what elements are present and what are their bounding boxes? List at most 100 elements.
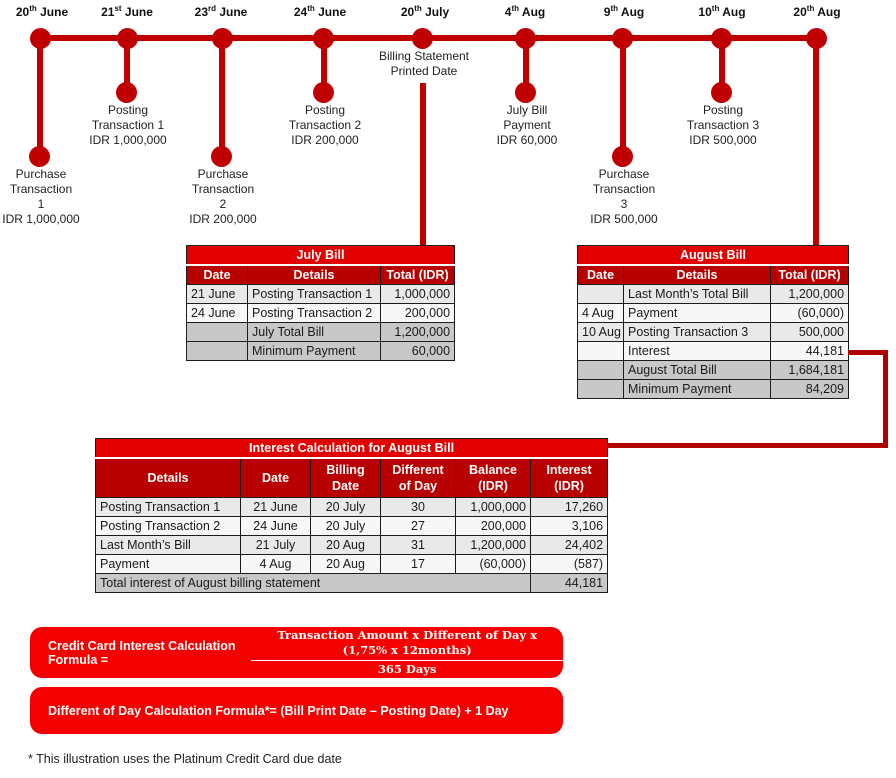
event-label-posting-2: Posting Transaction 2 IDR 200,000 (288, 103, 362, 147)
event-dot (29, 146, 50, 167)
table-cell: Interest (623, 341, 771, 361)
table-cell: 84,209 (769, 379, 850, 399)
table-cell: 24 June (186, 303, 248, 323)
table-cell: (587) (529, 554, 609, 574)
august-drop-line (813, 45, 819, 247)
table-cell: 1,000,000 (455, 497, 531, 517)
july-bill-table: July Bill Date Details Total (IDR) 21 Ju… (185, 245, 456, 361)
event-label-posting-1: Posting Transaction 1 IDR 1,000,000 (89, 103, 167, 147)
table-cell: 17 (380, 554, 456, 574)
table-row: Minimum Payment 84,209 (577, 379, 850, 399)
event-label-posting-3: Posting Transaction 3 IDR 500,000 (686, 103, 760, 147)
table-cell (577, 379, 624, 399)
table-cell: Minimum Payment (247, 341, 381, 361)
table-cell: Posting Transaction 2 (95, 516, 241, 536)
interest-connector-line (848, 350, 888, 355)
table-cell: Minimum Payment (623, 379, 771, 399)
table-cell: July Total Bill (247, 322, 381, 342)
event-dot (211, 146, 232, 167)
timeline-date-label: 21st June (101, 4, 153, 19)
total-interest-value: 44,181 (529, 573, 609, 593)
formula-numerator: Transaction Amount x Different of Day x … (251, 628, 563, 661)
column-header: Total (IDR) (769, 264, 850, 285)
table-cell: 21 July (240, 535, 311, 555)
july-drop-line (420, 83, 426, 247)
interest-connector-line (607, 443, 888, 448)
column-header: Billing Date (310, 457, 381, 498)
event-label-purchase-2: Purchase Transaction 2 IDR 200,000 (189, 167, 257, 226)
august-bill-table: August Bill Date Details Total (IDR) Las… (576, 245, 850, 399)
table-row: Minimum Payment 60,000 (186, 341, 456, 361)
timeline-date-label: 4th Aug (504, 4, 546, 19)
column-header: Interest (IDR) (529, 457, 609, 498)
table-cell: 24,402 (529, 535, 609, 555)
event-stem (219, 38, 225, 150)
column-header: Date (186, 264, 248, 285)
table-cell: 21 June (186, 284, 248, 304)
column-header: Details (247, 264, 381, 285)
table-cell (186, 322, 248, 342)
table-cell: Posting Transaction 2 (247, 303, 381, 323)
table-cell: 1,684,181 (769, 360, 850, 380)
timeline-date-label: 20th June (15, 4, 69, 19)
event-stem (719, 38, 725, 86)
column-header: Date (577, 264, 624, 285)
billing-statement-note: Billing Statement Printed Date (378, 49, 470, 78)
interest-formula-box: Credit Card Interest Calculation Formula… (30, 627, 563, 678)
day-formula-label: Different of Day Calculation Formula*= (… (48, 703, 509, 718)
table-row: 21 June Posting Transaction 1 1,000,000 (186, 284, 456, 304)
table-cell: Last Month’s Total Bill (623, 284, 771, 304)
table-row: 24 June Posting Transaction 2 200,000 (186, 303, 456, 323)
event-stem (620, 38, 626, 150)
timeline-date-label: 20th Aug (793, 4, 841, 19)
table-row: 4 Aug Payment (60,000) (577, 303, 850, 323)
formula-denominator: 365 Days (377, 661, 437, 676)
timeline-date-label: 23rd June (194, 4, 248, 19)
column-header: Date (240, 457, 311, 498)
table-cell: 20 July (310, 497, 381, 517)
table-cell: (60,000) (455, 554, 531, 574)
table-cell (577, 341, 624, 361)
event-dot (116, 82, 137, 103)
table-row: Payment 4 Aug 20 Aug 17 (60,000) (587) (95, 554, 609, 574)
event-label-july-payment: July Bill Payment IDR 60,000 (496, 103, 558, 147)
table-cell: 20 Aug (310, 554, 381, 574)
table-cell: 500,000 (769, 322, 850, 342)
timeline-date-label: 9th Aug (603, 4, 645, 19)
table-cell: 17,260 (529, 497, 609, 517)
interest-connector-line (883, 350, 888, 448)
table-cell: 60,000 (379, 341, 456, 361)
table-cell: Payment (95, 554, 241, 574)
table-cell: 27 (380, 516, 456, 536)
event-stem (321, 38, 327, 86)
column-header: Balance (IDR) (455, 457, 531, 498)
table-cell: Posting Transaction 1 (247, 284, 381, 304)
table-cell: 20 Aug (310, 535, 381, 555)
interest-formula-label: Credit Card Interest Calculation Formula… (48, 638, 236, 667)
column-header: Details (95, 457, 241, 498)
table-cell: 10 Aug (577, 322, 624, 342)
table-cell: 200,000 (379, 303, 456, 323)
interest-formula-fraction: Transaction Amount x Different of Day x … (251, 628, 563, 678)
table-cell: 20 July (310, 516, 381, 536)
table-row: Last Month’s Bill 21 July 20 Aug 31 1,20… (95, 535, 609, 555)
table-cell: 1,200,000 (769, 284, 850, 304)
table-cell: Posting Transaction 1 (95, 497, 241, 517)
july-bill-title: July Bill (185, 245, 456, 266)
day-formula-box: Different of Day Calculation Formula*= (… (30, 687, 563, 734)
column-header: Total (IDR) (379, 264, 456, 285)
table-cell (186, 341, 248, 361)
timeline-date-label: 10th Aug (698, 4, 746, 19)
interest-table-title: Interest Calculation for August Bill (94, 438, 609, 459)
event-dot (313, 82, 334, 103)
event-dot (515, 82, 536, 103)
table-row: Posting Transaction 2 24 June 20 July 27… (95, 516, 609, 536)
table-row: July Total Bill 1,200,000 (186, 322, 456, 342)
table-cell: 31 (380, 535, 456, 555)
event-dot (711, 82, 732, 103)
table-cell: 1,200,000 (379, 322, 456, 342)
table-cell: 21 June (240, 497, 311, 517)
table-cell: 4 Aug (577, 303, 624, 323)
table-cell: Payment (623, 303, 771, 323)
table-cell: 1,200,000 (455, 535, 531, 555)
